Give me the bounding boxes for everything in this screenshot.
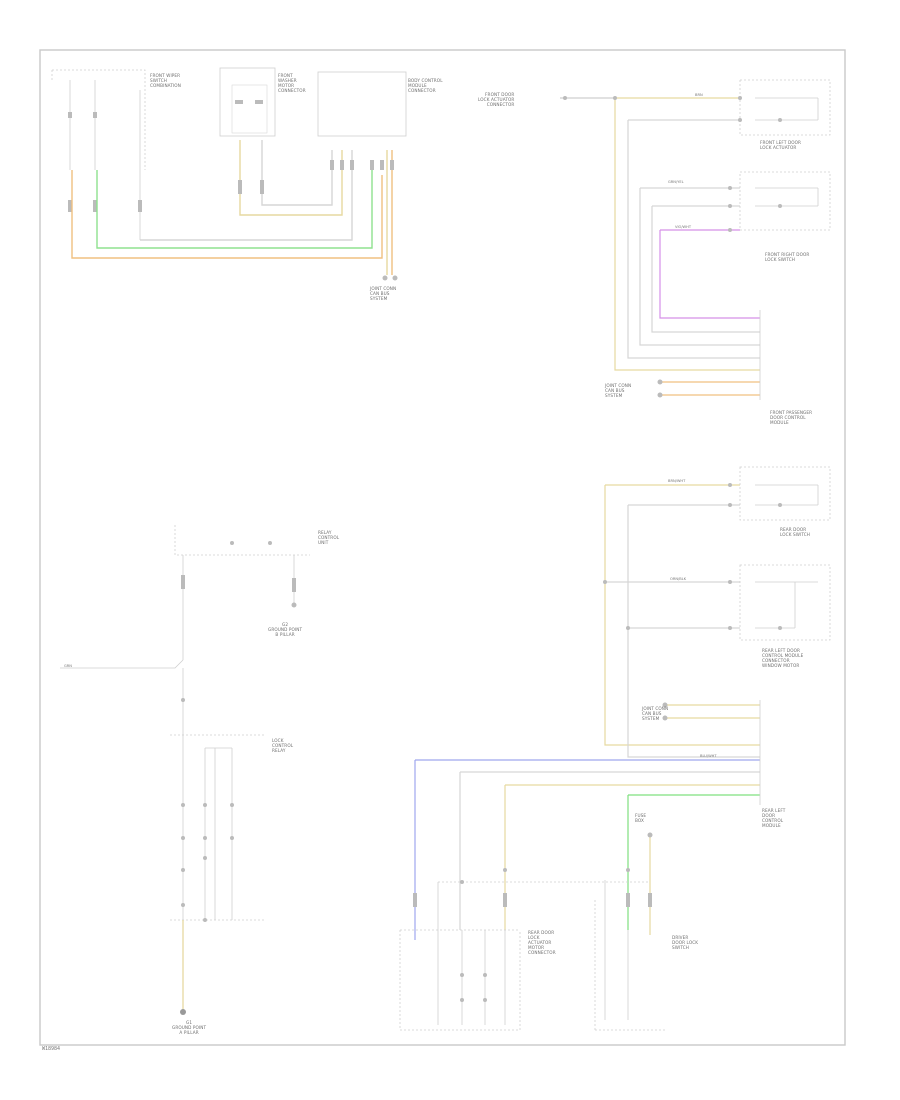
front-left-door-actuator-label: FRONT LEFT DOOR LOCK ACTUATOR xyxy=(760,140,802,150)
ground-point-g1-mark xyxy=(180,1009,186,1015)
rear-door-terminals xyxy=(603,483,782,838)
front-door-switch-boxes xyxy=(739,79,831,400)
wire-tag-5: ORN/BLK xyxy=(670,577,687,581)
wire-tag-6: BLU/WHT xyxy=(700,754,717,758)
wiper-switch-terminals xyxy=(68,112,142,212)
rear-door-switch-label: REAR DOOR LOCK SWITCH xyxy=(780,527,810,537)
bcm-terminal-marks xyxy=(238,160,398,281)
relay-terminals xyxy=(181,541,297,702)
rear-left-door-module-label: REAR LEFT DOOR CONTROL MODULE CONNECTOR … xyxy=(762,648,804,668)
ground-point-g1-label: G1 GROUND POINT A PILLAR xyxy=(172,1020,207,1035)
wire-tag-3: VIO/WHT xyxy=(675,225,692,229)
rear-door-lock-actuator-label: REAR DOOR LOCK ACTUATOR MOTOR CONNECTOR xyxy=(528,930,556,955)
rear-door-switch-boxes xyxy=(739,466,831,805)
relay-control-label: RELAY CONTROL UNIT xyxy=(318,530,340,545)
front-door-terminals xyxy=(563,96,782,398)
lower-left-terminals xyxy=(181,803,234,922)
front-washer-motor-label: FRONT WASHER MOTOR CONNECTOR xyxy=(278,73,306,93)
joint-connector-top-label: JOINT CONN CAN BUS SYSTEM xyxy=(370,286,397,301)
lock-module-relay-label: LOCK CONTROL RELAY xyxy=(272,738,294,753)
diagram-code: W18984 xyxy=(42,1046,61,1052)
body-control-module-label: BODY CONTROL MODULE CONNECTOR xyxy=(408,78,443,93)
diagram-frame xyxy=(39,49,846,1046)
ground-point-g2-label: G2 GROUND POINT B PILLAR xyxy=(268,622,303,637)
top-left-harness xyxy=(71,140,393,275)
joint-connector-low-label: JOINT CONN CAN BUS SYSTEM xyxy=(642,706,669,721)
wire-tag-1: GRN/YEL xyxy=(668,180,684,184)
driver-door-switch-label: DRIVER DOOR LOCK SWITCH xyxy=(672,935,699,950)
wire-tag-2: BRN xyxy=(695,93,703,97)
wire-tag-4: BRN/WHT xyxy=(668,479,686,483)
front-wiper-switch-block xyxy=(51,69,146,240)
wire-tag-7: GRN xyxy=(64,664,72,668)
mid-right-harness xyxy=(414,484,760,940)
front-wiper-switch-label: FRONT WIPER SWITCH COMBINATION xyxy=(150,73,181,88)
body-control-module-box xyxy=(317,71,407,137)
joint-connector-mid-label: JOINT CONN CAN BUS SYSTEM xyxy=(605,383,632,398)
lower-left-relay xyxy=(170,734,265,921)
front-right-door-switch-label: FRONT RIGHT DOOR LOCK SWITCH xyxy=(765,252,810,262)
rear-left-door-module xyxy=(399,880,665,1031)
rear-module-terminals xyxy=(413,868,652,1002)
rear-control-unit-label: REAR LEFT DOOR CONTROL MODULE xyxy=(762,808,786,828)
top-right-harness xyxy=(560,97,760,396)
fuse-block-label: FUSE BOX xyxy=(635,813,647,823)
front-door-lock-label: FRONT DOOR LOCK ACTUATOR CONNECTOR xyxy=(478,92,515,107)
front-passenger-control-module-label: FRONT PASSENGER DOOR CONTROL MODULE xyxy=(770,410,813,425)
front-washer-motor-box xyxy=(219,67,276,137)
